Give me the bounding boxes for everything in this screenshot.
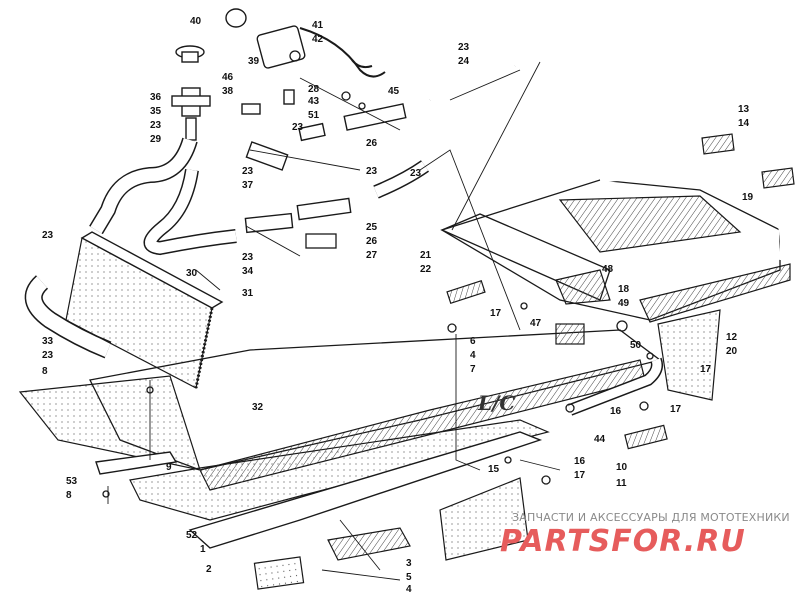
part-label: 23 [42,350,54,361]
part-label: 34 [242,266,254,277]
part-label: 35 [150,106,162,117]
part-label: 26 [366,236,378,247]
part-label: 52 [186,530,198,541]
part-label: 4 [470,350,476,361]
part-label: 23 [42,230,54,241]
part-label: 13 [738,104,750,115]
hardware-fasteners [102,302,654,498]
part-label: 15 [488,464,500,475]
part-label: 30 [186,268,198,279]
fitting-28 [283,89,295,105]
heat-exchanger [65,231,224,389]
part-label: 17 [700,364,712,375]
part-label: 23 [242,166,254,177]
bracket-3 [439,477,529,561]
part-label: 19 [742,192,754,203]
panel-2 [253,556,305,590]
part-label: 23 [458,42,470,53]
part-label: 44 [594,434,606,445]
part-label: 21 [420,250,432,261]
part-label: 48 [602,264,614,275]
part-label: 16 [610,406,622,417]
part-label: 12 [726,332,738,343]
part-label: 3 [406,558,412,569]
part-label: 47 [530,318,542,329]
tube-26-lower [296,197,352,221]
bracket-10 [624,424,668,450]
part-label: 23 [410,168,422,179]
overflow-bottle [225,8,306,69]
part-label: 37 [242,180,254,191]
part-label: 32 [252,402,264,413]
clamp-27 [305,233,337,249]
watermark-logo: PARTSFOR.RU [500,524,746,559]
part-label: 6 [470,336,476,347]
part-label: 29 [150,134,162,145]
part-label: 8 [66,490,72,501]
part-label: 24 [458,56,470,67]
part-label: 2 [206,564,212,575]
part-label: 23 [150,120,162,131]
part-label: 38 [222,86,234,97]
part-label: 18 [618,284,630,295]
part-label: 41 [312,20,324,31]
filler-neck [171,87,211,141]
part-label: 26 [366,138,378,149]
part-label: 23 [242,252,254,263]
part-label: 16 [574,456,586,467]
rail-53 [95,451,178,475]
part-label: 40 [190,16,202,27]
part-label: 11 [616,478,627,489]
watermark-caption: ЗАПЧАСТИ И АКСЕССУАРЫ ДЛЯ МОТОТЕХНИКИ [512,511,790,524]
part-label: 17 [574,470,586,481]
part-label: 7 [470,364,476,375]
snow-flap-12 [657,309,721,401]
part-label: 43 [308,96,320,107]
part-label: 5 [406,572,412,583]
part-label: 25 [366,222,378,233]
overflow-tube [299,27,386,78]
part-label: 53 [66,476,78,487]
part-label: 4 [406,584,412,595]
part-label: 23 [292,122,304,133]
part-label: 45 [388,86,400,97]
part-label: 22 [420,264,432,275]
part-label: 17 [670,404,682,415]
part-label: 9 [166,462,172,473]
reflector-14 [761,167,795,189]
part-label: 39 [248,56,260,67]
plate-5 [327,527,411,561]
tube-37 [245,141,289,171]
part-label: 20 [726,346,738,357]
fitting-38 [241,103,261,115]
part-label: 46 [222,72,234,83]
part-label: 23 [366,166,378,177]
part-label: 51 [308,110,320,121]
part-label: 36 [150,92,162,103]
part-label: 8 [42,366,48,377]
part-label: 42 [312,34,324,45]
reflector-13 [701,133,735,155]
lc-decal: L/C [477,391,515,415]
part-label: 10 [616,462,628,473]
part-label: 49 [618,298,630,309]
part-label: 14 [738,118,750,129]
bracket-47 [555,323,585,345]
part-label: 50 [630,340,642,351]
part-label: 33 [42,336,54,347]
part-label: 28 [308,84,320,95]
part-labels: 40 41 42 39 36 46 38 28 43 45 51 35 23 2… [42,16,754,595]
part-label: 1 [200,544,206,555]
rear-rack [440,175,791,401]
part-label: 31 [242,288,254,299]
part-label: 17 [490,308,502,319]
part-label: 27 [366,250,378,261]
radiator-cap [175,45,205,63]
